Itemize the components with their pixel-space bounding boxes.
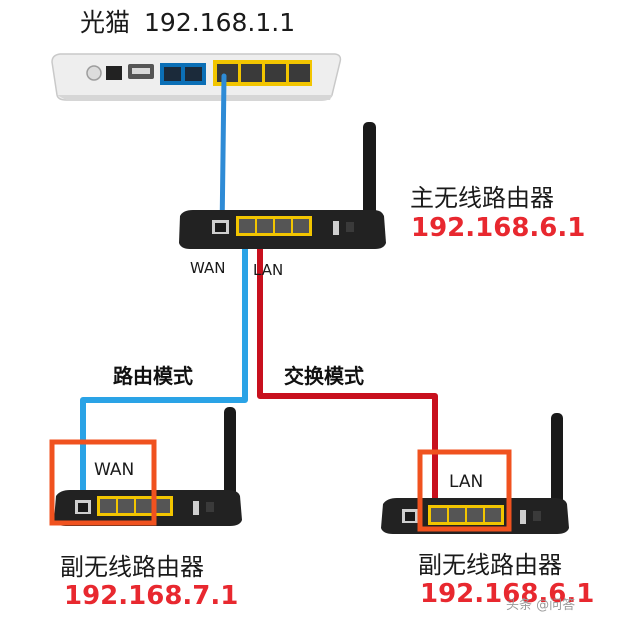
sub-router-1-ip: 192.168.7.1 xyxy=(64,581,239,611)
sub-router-1-name: 副无线路由器 xyxy=(60,553,204,581)
main-router xyxy=(179,122,386,249)
optical-modem xyxy=(51,53,342,101)
main-router-ip: 192.168.6.1 xyxy=(411,213,586,243)
power-jack-icon xyxy=(106,66,122,80)
main-router-lan-label: LAN xyxy=(253,261,284,279)
sub-router-2-antenna xyxy=(551,413,563,509)
sub-router-2-port-label: LAN xyxy=(449,472,484,492)
main-router-wan-label: WAN xyxy=(190,259,226,277)
main-router-antenna xyxy=(363,122,376,220)
power-button-icon xyxy=(86,65,102,81)
route-mode-cable xyxy=(80,219,248,511)
switch-mode-label: 交换模式 xyxy=(284,364,364,388)
sub-router-2-lan-highlight-box xyxy=(417,449,512,532)
sub-router-1-wan-highlight-box xyxy=(49,439,157,526)
sub-router-1-port-label: WAN xyxy=(94,460,135,480)
modem-title: 光猫 192.168.1.1 xyxy=(80,3,295,39)
sub-router-1-antenna xyxy=(224,407,236,503)
modem-to-main-wan-cable xyxy=(219,73,227,237)
sub-router-2-ip: 192.168.6.1 xyxy=(420,579,595,609)
sub-router-2 xyxy=(381,413,569,534)
watermark-background xyxy=(488,592,640,617)
main-router-name: 主无线路由器 xyxy=(410,184,554,212)
sub-router-1 xyxy=(49,407,242,526)
watermark-text: 头条 @问答 xyxy=(506,598,576,613)
modem-ip: 192.168.1.1 xyxy=(144,8,296,37)
switch-mode-cable xyxy=(257,221,438,521)
sub-router-2-name: 副无线路由器 xyxy=(418,551,562,579)
cables xyxy=(80,73,438,521)
modem-name: 光猫 xyxy=(80,8,131,37)
route-mode-label: 路由模式 xyxy=(113,364,193,388)
